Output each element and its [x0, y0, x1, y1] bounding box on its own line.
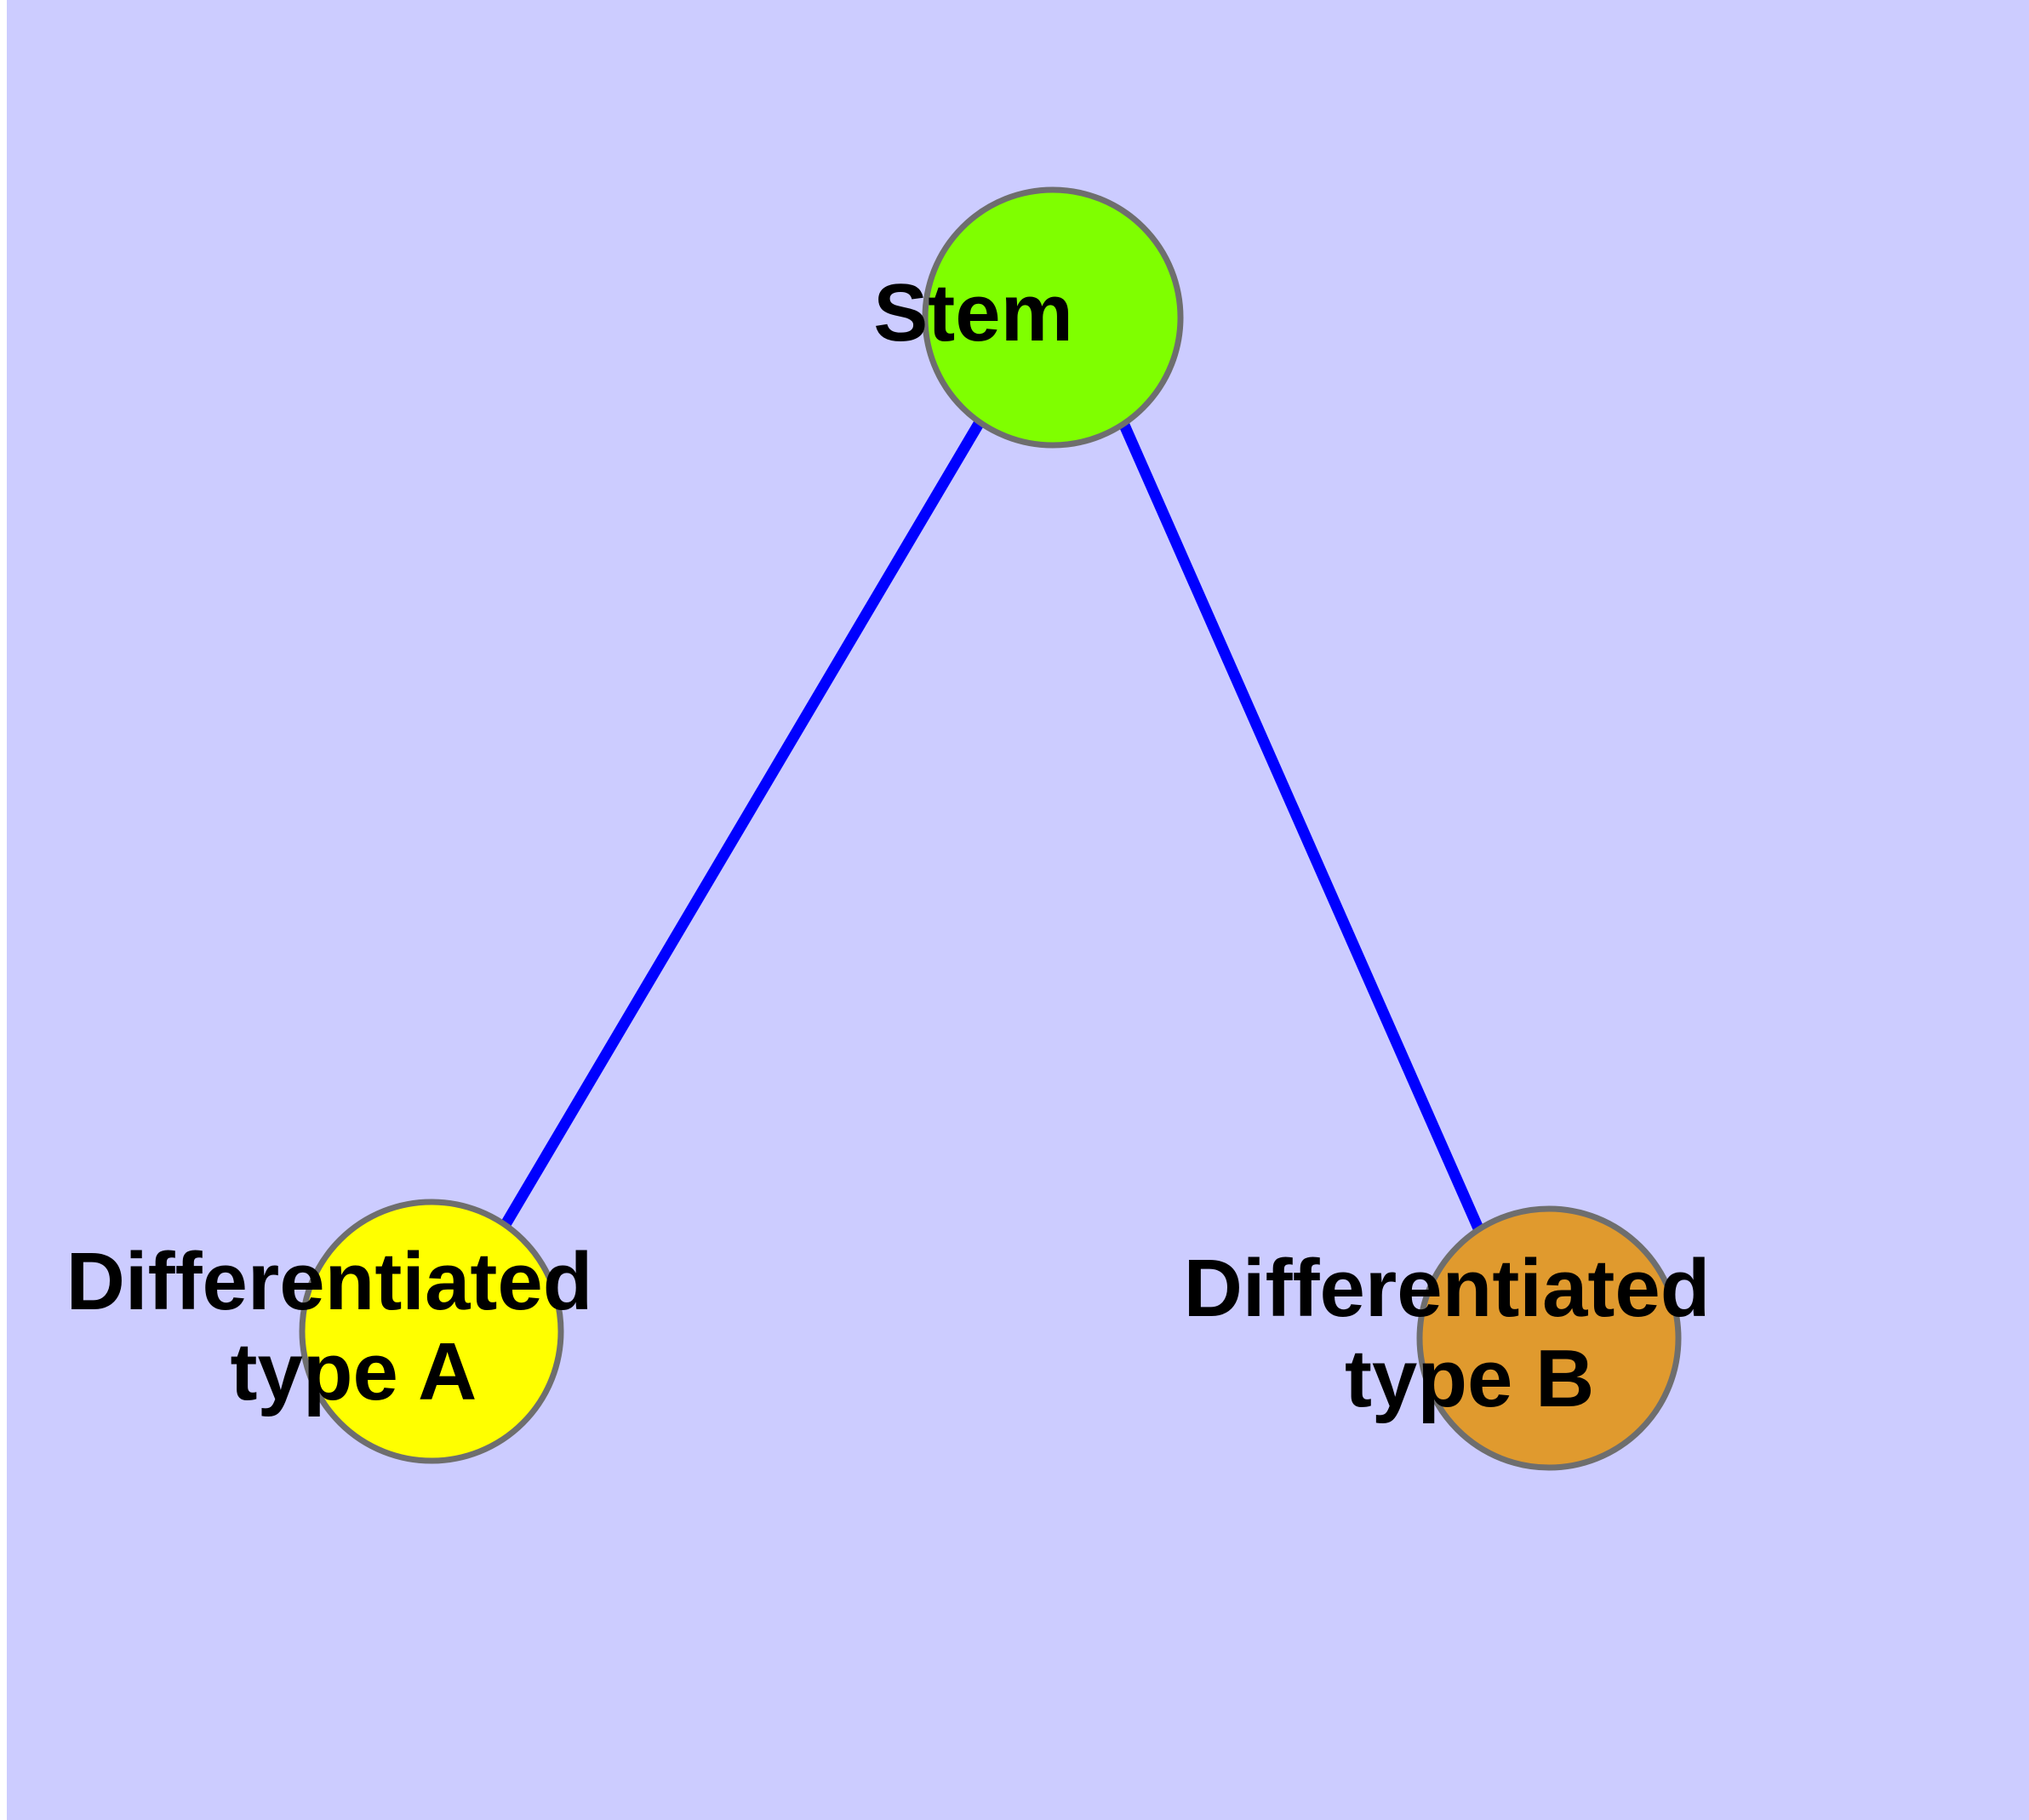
node-label-stem-line-1: Stem: [873, 267, 1073, 358]
edges-layer: [500, 419, 1483, 1231]
node-differentiated-type-b[interactable]: [1416, 1205, 1682, 1471]
node-label-differentiated-type-b-line-1: Differentiated: [1184, 1243, 1711, 1334]
node-differentiated-type-a[interactable]: [299, 1199, 564, 1464]
node-label-stem: Stem: [873, 266, 1232, 358]
node-label-differentiated-type-a: Differentiated type A: [66, 1236, 797, 1417]
node-label-differentiated-type-a-line-2: type A: [231, 1326, 476, 1417]
edge-stem-to-differentiated-type-a: [500, 419, 985, 1229]
node-differentiated-type-a-circle[interactable]: [299, 1199, 564, 1464]
labels-layer: Differentiated type A Differentiated typ…: [66, 266, 1915, 1424]
node-label-differentiated-type-b-line-2: type B: [1345, 1333, 1594, 1424]
node-label-differentiated-type-a-line-1: Differentiated: [66, 1236, 593, 1327]
node-label-differentiated-type-b: Differentiated type B: [1184, 1243, 1915, 1424]
node-differentiated-type-b-circle[interactable]: [1416, 1205, 1682, 1471]
node-stem[interactable]: [922, 186, 1184, 449]
nodes-layer: [299, 186, 1682, 1471]
edge-stem-to-differentiated-type-b: [1118, 421, 1483, 1231]
node-stem-circle[interactable]: [922, 186, 1184, 449]
